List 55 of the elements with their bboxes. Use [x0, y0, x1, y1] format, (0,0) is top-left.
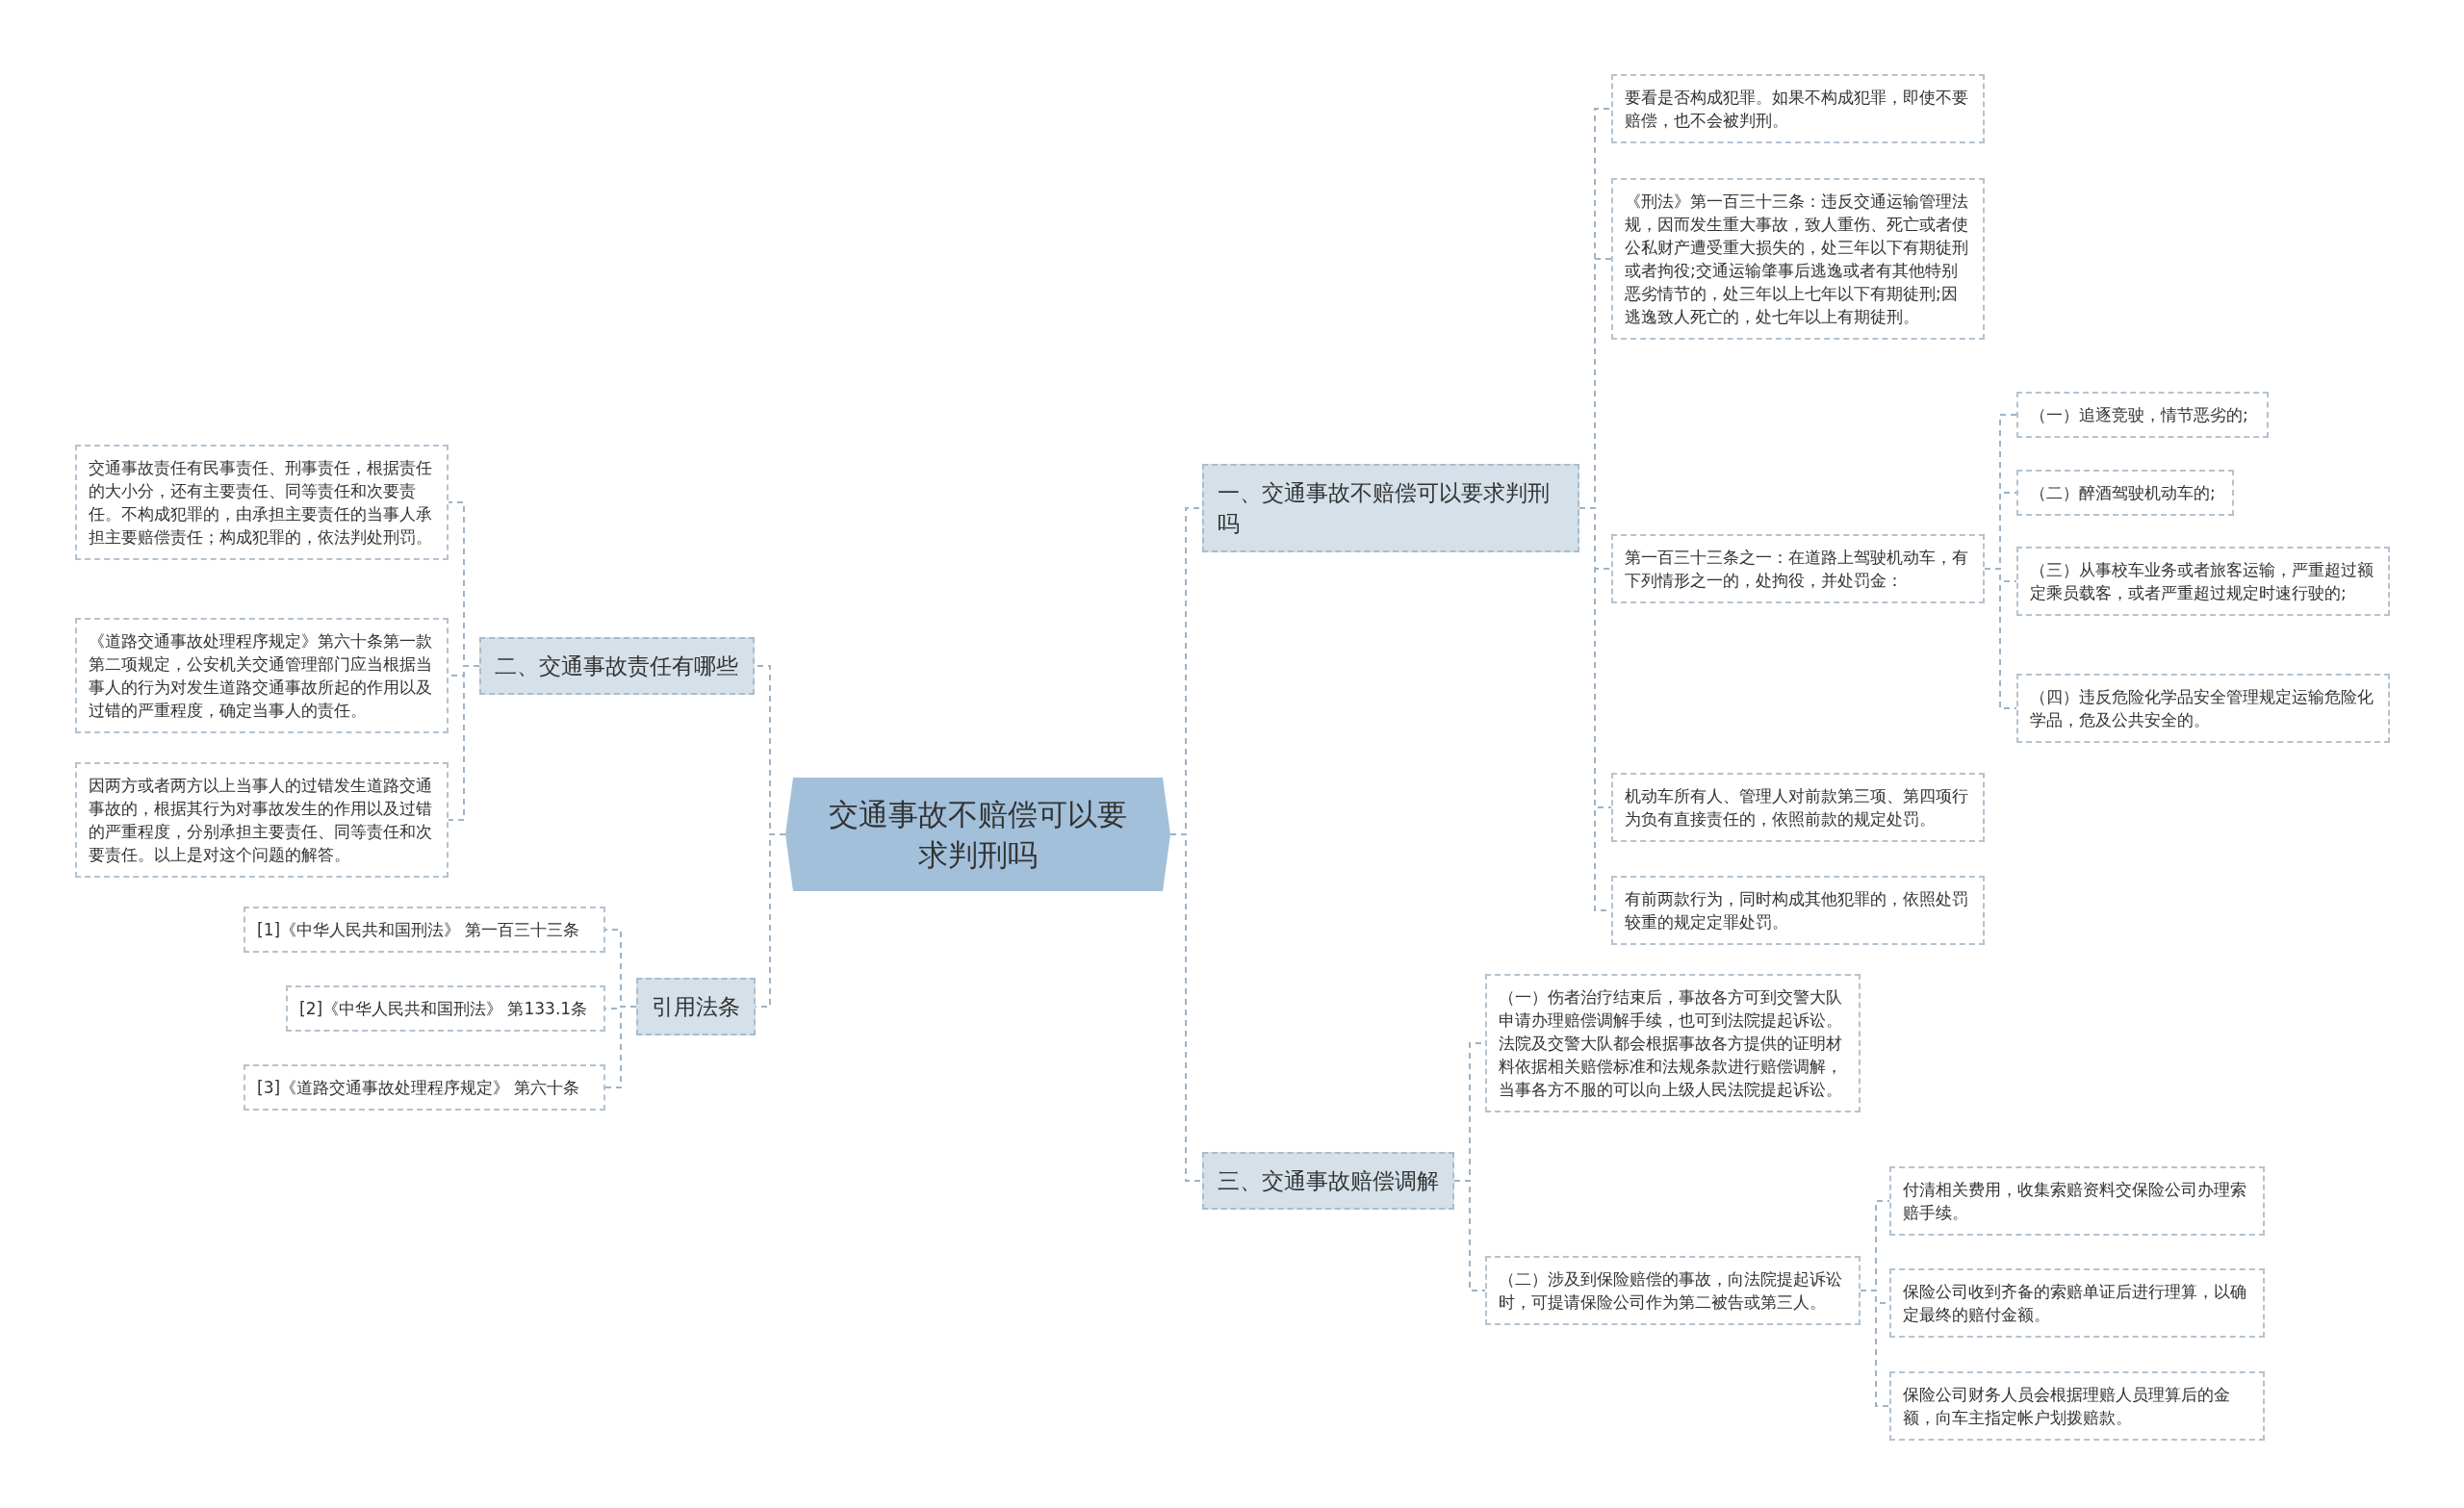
note-box: [1611, 534, 1985, 603]
node-text: （三）从事校车业务或者旅客运输，严重超过额定乘员载客，或者严重超过规定时速行驶的;: [2030, 560, 2374, 602]
node-text: 《刑法》第一百三十三条：违反交通运输管理法规，因而发生重大事故，致人重伤、死亡或者使公私财产遭受重大损失的，处三年以下有期徒刑或者拘役;交通运输肇事后逃逸或者有其他特别恶劣情节的，处三年以上七年以下有期徒刑;因逃逸致人死亡的，处七年以上有期徒刑。: [1625, 192, 1968, 326]
node-text: 要看是否构成犯罪。如果不构成犯罪，即使不要赔偿，也不会被判刑。: [1625, 88, 1968, 130]
note-box: [244, 1064, 605, 1111]
note-box: [2016, 674, 2390, 743]
node-text: 《道路交通事故处理程序规定》第六十条第一款第二项规定，公安机关交通管理部门应当根据当事人的行为对发生道路交通事故所起的作用以及过错的严重程度，确定当事人的责任。: [89, 631, 432, 720]
connector-line: [448, 665, 480, 821]
note-box: [244, 907, 605, 953]
node-text: 一、交通事故不赔偿可以要求判刑吗: [1218, 480, 1550, 536]
node-text: 付清相关费用，收集索赔资料交保险公司办理索赔手续。: [1903, 1180, 2246, 1222]
connector-line: [1453, 1180, 1486, 1291]
note-box: [286, 985, 605, 1032]
node-text: 因两方或者两方以上当事人的过错发生道路交通事故的，根据其行为对事故发生的作用以及过错的严重程度，分别承担主要责任、同等责任和次要责任。以上是对这个问题的解答。: [89, 776, 432, 864]
note-box: [2016, 547, 2390, 616]
note-box: [1611, 74, 1985, 143]
central-topic: [785, 778, 1170, 891]
node-text: 交通事故责任有民事责任、刑事责任，根据责任的大小分，还有主要责任、同等责任和次要责任。不构成犯罪的，由承担主要责任的当事人承担主要赔偿责任；构成犯罪的，依法判处刑罚。: [89, 458, 432, 547]
note-box: [75, 445, 449, 560]
connector-line: [1860, 1290, 1890, 1407]
note-box: [1889, 1268, 2265, 1338]
note-box: [75, 618, 449, 733]
note-box: [1889, 1371, 2265, 1441]
node-text: 交通事故不赔偿可以要求判刑吗: [828, 796, 1128, 874]
note-box: [2016, 392, 2269, 438]
node-text: 三、交通事故赔偿调解: [1218, 1168, 1439, 1193]
topic-box: [636, 978, 756, 1035]
node-text: （一）追逐竞驶，情节恶劣的;: [2030, 405, 2248, 424]
note-box: [1611, 178, 1985, 340]
note-box: [1485, 974, 1861, 1112]
topic-box: [479, 637, 755, 695]
topic-box: [1202, 1152, 1454, 1210]
note-box: [75, 762, 449, 878]
node-text: 二、交通事故责任有哪些: [495, 653, 738, 678]
note-box: [2016, 470, 2234, 516]
node-text: [1]《中华人民共和国刑法》 第一百三十三条: [257, 920, 580, 939]
node-text: 引用法条: [652, 994, 740, 1019]
note-box: [1611, 876, 1985, 945]
note-box: [1611, 773, 1985, 842]
node-text: 有前两款行为，同时构成其他犯罪的，依照处罚较重的规定定罪处罚。: [1625, 889, 1968, 932]
node-text: 保险公司财务人员会根据理赔人员理算后的金额，向车主指定帐户划拨赔款。: [1903, 1385, 2230, 1427]
node-text: （二）醉酒驾驶机动车的;: [2030, 483, 2216, 502]
node-text: 第一百三十三条之一：在道路上驾驶机动车，有下列情形之一的，处拘役，并处罚金：: [1625, 548, 1968, 590]
topic-box: [1202, 464, 1579, 552]
note-box: [1889, 1166, 2265, 1236]
node-text: （二）涉及到保险赔偿的事故，向法院提起诉讼时，可提请保险公司作为第二被告或第三人。: [1499, 1269, 1842, 1312]
node-text: [2]《中华人民共和国刑法》 第133.1条: [299, 999, 588, 1018]
node-text: [3]《道路交通事故处理程序规定》 第六十条: [257, 1078, 580, 1097]
node-text: 保险公司收到齐备的索赔单证后进行理算，以确定最终的赔付金额。: [1903, 1282, 2246, 1324]
node-text: （一）伤者治疗结束后，事故各方可到交警大队申请办理赔偿调解手续，也可到法院提起诉讼。法院及交警大队都会根据事故各方提供的证明材料依据相关赔偿标准和法规条款进行赔偿调解，当事各方不服的可以向上级人民法院提起诉讼。: [1499, 987, 1842, 1099]
note-box: [1485, 1256, 1861, 1325]
connector-line: [604, 1006, 637, 1088]
node-text: 机动车所有人、管理人对前款第三项、第四项行为负有直接责任的，依照前款的规定处罚。: [1625, 786, 1968, 829]
node-text: （四）违反危险化学品安全管理规定运输危险化学品，危及公共安全的。: [2030, 687, 2374, 729]
connector-line: [1984, 568, 2017, 709]
